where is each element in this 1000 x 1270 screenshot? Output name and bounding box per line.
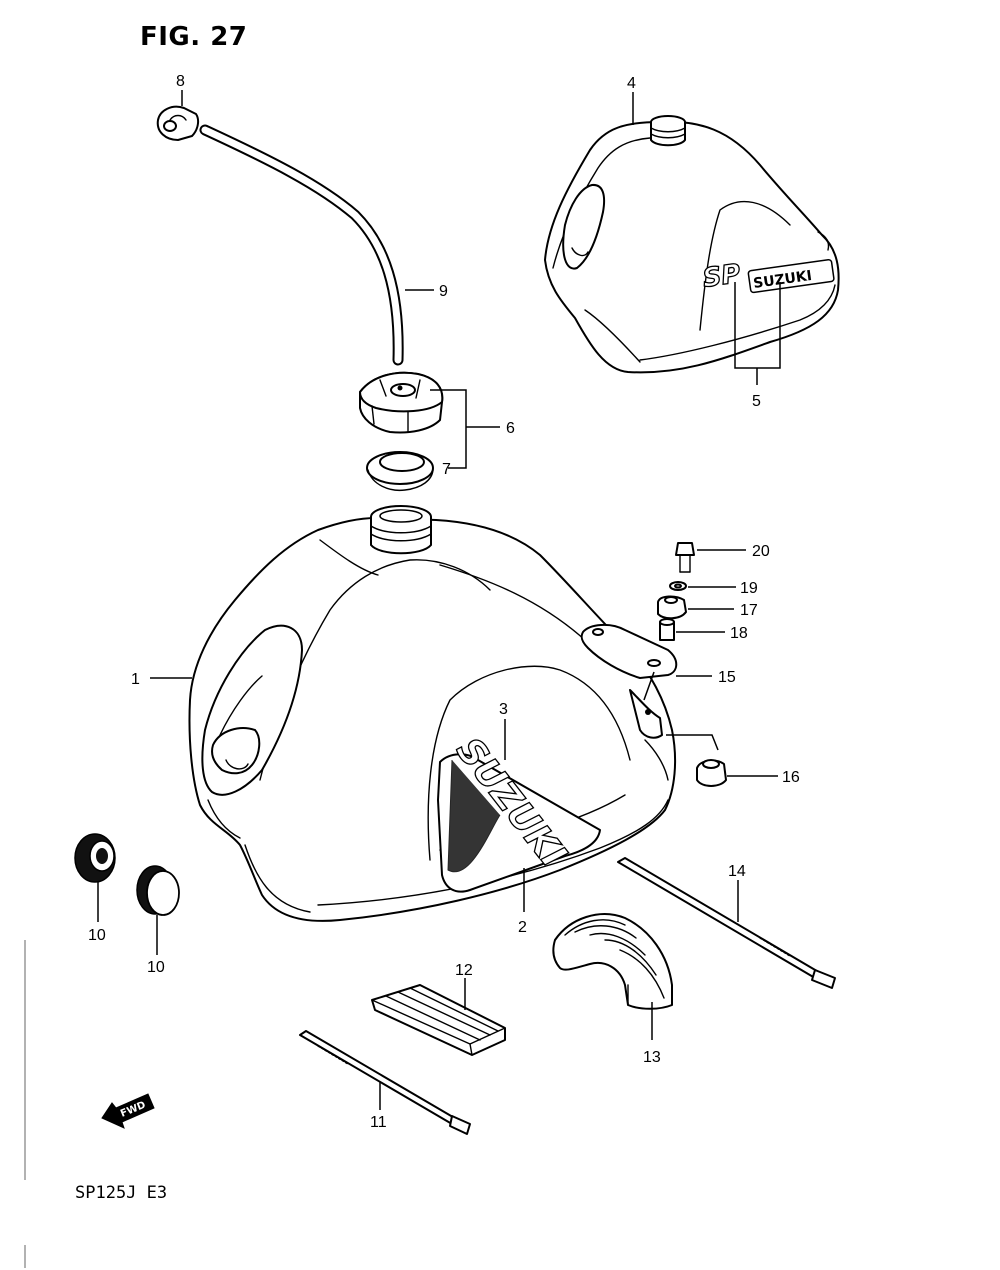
main-fuel-tank: SUZUKI (188, 505, 677, 922)
cap-gasket (366, 451, 434, 492)
callout-17: 17 (740, 602, 758, 619)
figure-title: FIG. 27 (140, 22, 248, 52)
callout-13: 13 (643, 1049, 661, 1066)
callout-9: 9 (439, 283, 448, 300)
callout-2: 2 (518, 919, 527, 936)
callout-16: 16 (782, 769, 800, 786)
rubber-mount (696, 759, 727, 787)
callout-10-a: 10 (88, 927, 106, 944)
callout-19: 19 (740, 580, 758, 597)
forward-direction-icon: FWD (101, 1093, 155, 1129)
collar (659, 618, 675, 641)
tank-cushion (552, 913, 673, 1010)
tank-band-long (617, 857, 836, 989)
cushion-pad (371, 984, 506, 1056)
callout-6: 6 (506, 420, 515, 437)
breather-hose (199, 124, 404, 366)
tank-band-short (299, 1030, 471, 1135)
bolt (675, 542, 695, 573)
callout-7: 7 (442, 461, 451, 478)
callout-1: 1 (131, 671, 140, 688)
model-code: SP125J E3 (75, 1183, 168, 1203)
callout-5: 5 (752, 393, 761, 410)
fuel-cap (359, 371, 444, 434)
callout-15: 15 (718, 669, 736, 686)
rear-mount-bracket (580, 624, 678, 679)
cap-right (136, 865, 180, 916)
callout-20: 20 (752, 543, 770, 560)
small-tank-sp-logo: SP (701, 259, 743, 294)
washer (669, 581, 687, 591)
callout-12: 12 (455, 962, 473, 979)
cushion (657, 595, 687, 620)
callout-10-b: 10 (147, 959, 165, 976)
cap-left (74, 833, 116, 883)
callout-8: 8 (176, 73, 185, 90)
small-tank-brand-plate (747, 258, 835, 294)
callout-3: 3 (499, 701, 508, 718)
callout-4: 4 (627, 75, 636, 92)
callout-11: 11 (370, 1114, 387, 1131)
callout-18: 18 (730, 625, 748, 642)
small-fuel-tank: SP SUZUKI (544, 115, 840, 374)
hose-clamp (156, 105, 200, 141)
callout-14: 14 (728, 863, 746, 880)
